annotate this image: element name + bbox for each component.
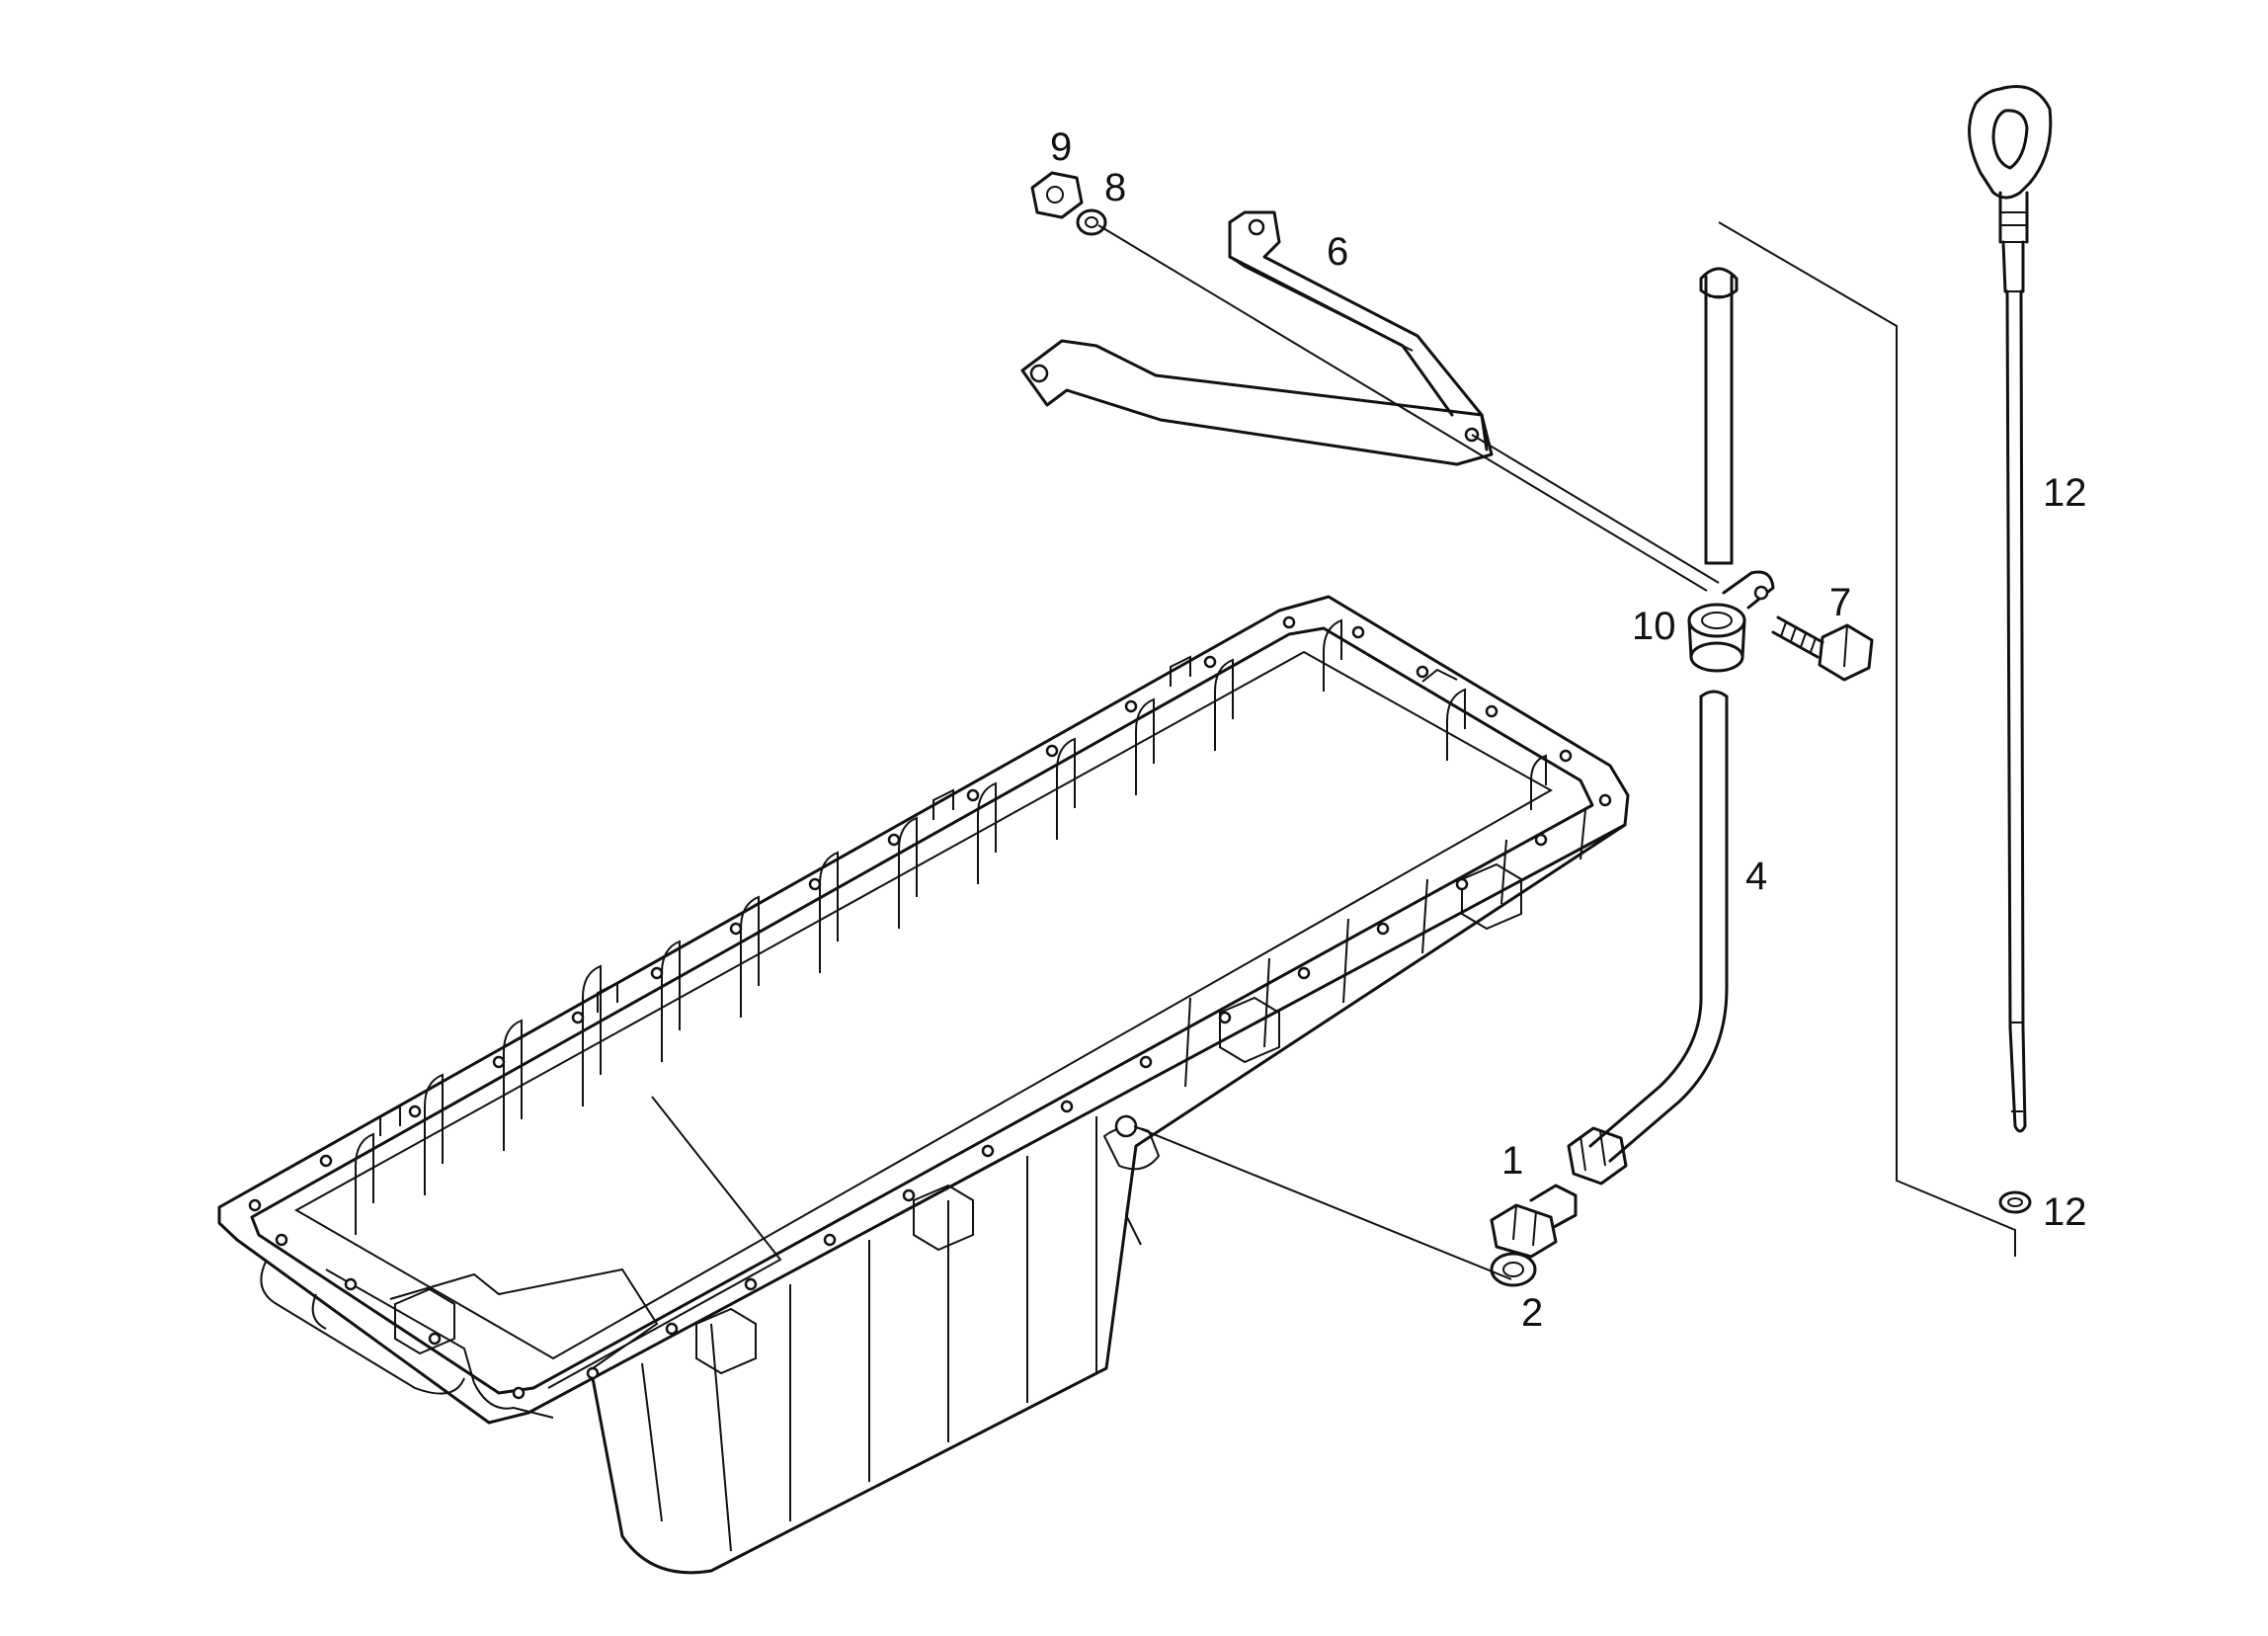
callout-7: 7 <box>1829 581 1851 624</box>
assembly-leader-lines <box>1097 221 2016 1280</box>
hex-bolt <box>1771 615 1874 682</box>
tube-clamp <box>1722 570 1775 610</box>
callout-labels: 1 2 4 6 7 8 9 10 12 12 <box>1050 125 2087 1335</box>
support-bracket <box>1020 210 1494 466</box>
hex-nut <box>1030 171 1084 219</box>
tube-seal-grommet <box>1687 603 1746 673</box>
dipstick-guide-tube <box>1567 267 1739 1186</box>
drain-plug-seal-ring <box>1490 1252 1537 1287</box>
callout-9: 9 <box>1050 125 1072 169</box>
callout-2: 2 <box>1521 1291 1543 1335</box>
callout-6: 6 <box>1327 230 1348 274</box>
callout-4: 4 <box>1745 855 1767 898</box>
oil-pan <box>217 595 1630 1575</box>
callout-12-dipstick: 12 <box>2043 471 2087 515</box>
oil-dipstick <box>1968 85 2053 1133</box>
callout-1: 1 <box>1501 1139 1523 1183</box>
callout-12-seal: 12 <box>2043 1190 2087 1234</box>
callout-8: 8 <box>1104 166 1126 209</box>
callout-10: 10 <box>1632 605 1676 648</box>
dipstick-seal-ring <box>1998 1190 2032 1214</box>
drain-plug <box>1490 1184 1578 1259</box>
flange-bolt-holes <box>248 615 1612 1400</box>
washer <box>1076 208 1107 236</box>
